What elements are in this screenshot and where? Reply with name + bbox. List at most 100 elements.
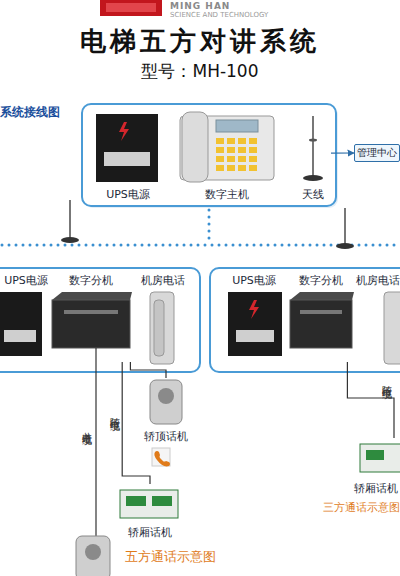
wall-phone	[150, 292, 400, 364]
ups-device	[4, 330, 36, 342]
antenna-symbol	[309, 139, 317, 142]
host-phone	[227, 147, 235, 153]
ups-device	[228, 292, 282, 356]
host-phone	[216, 138, 257, 171]
host-phone	[249, 156, 257, 162]
cable-line	[130, 362, 166, 378]
antenna-symbol	[336, 243, 354, 249]
node-label: 数字分机	[69, 274, 113, 288]
intercom-device	[150, 380, 182, 424]
phone-icon	[152, 448, 170, 466]
antenna-symbol	[312, 116, 314, 176]
extension-unit	[300, 310, 342, 314]
car-intercom	[126, 496, 146, 506]
intercom-device	[85, 544, 101, 560]
brand-subtitle: SCIENCE AND TECHNOLOGY	[170, 11, 268, 19]
host-phone	[238, 156, 246, 162]
node-label: UPS电源	[232, 274, 276, 288]
ups-device	[249, 300, 259, 319]
host-phone	[216, 165, 224, 171]
intercom-device	[76, 536, 110, 576]
wireless-link	[2, 210, 398, 245]
extension-unit	[52, 300, 130, 348]
logo-block	[100, 0, 162, 16]
host-phone	[227, 138, 235, 144]
extension-unit	[52, 292, 354, 348]
host-phone	[216, 147, 224, 153]
extension-unit: 数字分机	[288, 274, 354, 362]
antenna: 天线	[295, 110, 331, 202]
node-label: 轿厢话机	[354, 482, 398, 496]
node-label: 数字主机	[205, 188, 249, 202]
node-label: 轿厢话机	[128, 526, 172, 540]
wall-phone	[150, 292, 174, 364]
car-phone: 轿厢话机	[352, 438, 400, 496]
intercom-device	[158, 388, 174, 404]
logo-block	[100, 0, 162, 16]
cable-label: 井道电缆	[80, 424, 92, 428]
node-label: UPS电源	[106, 188, 150, 202]
cable-line	[347, 362, 394, 438]
host-phone	[238, 138, 246, 144]
car-intercom	[120, 490, 178, 518]
group-frame	[210, 268, 400, 372]
node-label: UPS电源	[4, 274, 48, 288]
management-center: 管理中心	[354, 144, 400, 162]
car-intercom	[366, 450, 384, 460]
extension-unit	[64, 310, 118, 314]
car-intercom	[120, 444, 400, 518]
host-phone	[227, 156, 235, 162]
ups-power: UPS电源	[92, 112, 164, 202]
shaft-cable	[95, 348, 96, 536]
wall-phone	[154, 300, 164, 356]
ups-device	[0, 114, 282, 356]
host-phone	[216, 120, 258, 132]
host-phone	[227, 165, 235, 171]
section-heading: 系统接线图	[0, 104, 60, 121]
ups-device	[96, 114, 158, 182]
machine-room-phone: 机房电话	[356, 274, 400, 362]
cable-line	[331, 152, 354, 153]
antenna-symbol	[303, 175, 323, 181]
machine-room-phone: 机房电话	[134, 274, 192, 362]
shaft-cable	[95, 348, 96, 536]
model-number: 型号：MH-100	[0, 60, 400, 83]
cable-label: 随行电缆	[108, 410, 120, 414]
brand-name: MING HAN	[170, 1, 230, 11]
antenna-symbol	[344, 208, 346, 244]
phone-icon	[152, 448, 170, 466]
car-phone: 轿厢话机	[112, 484, 188, 540]
group-frame	[0, 268, 200, 372]
node-label: 机房电话	[141, 274, 185, 288]
intercom-device	[76, 380, 182, 576]
node-label: 机房电话	[356, 274, 400, 288]
logo-block	[106, 3, 156, 12]
wireless-link	[208, 210, 211, 245]
host-phone	[182, 112, 208, 182]
host-phone	[249, 147, 257, 153]
ups-power: UPS电源	[222, 274, 286, 362]
ups-device	[236, 330, 274, 342]
ups-power: UPS电源	[0, 274, 52, 362]
host-phone	[180, 112, 274, 182]
car-top-phone: 轿顶话机	[140, 378, 192, 444]
extension-unit	[290, 292, 354, 300]
ups-device	[119, 122, 129, 141]
host-phone	[238, 165, 246, 171]
ups-device	[104, 152, 150, 166]
extension-unit	[52, 292, 132, 300]
group-frame	[0, 104, 400, 372]
cable-label: 随行电缆	[380, 378, 392, 382]
caption-note: 三方通话示意图	[323, 500, 400, 515]
host-phone	[249, 165, 257, 171]
antenna-symbol	[61, 237, 79, 243]
car-intercom	[360, 444, 400, 472]
ups-device	[0, 292, 42, 356]
car-intercom	[152, 496, 172, 506]
host-phone	[216, 138, 224, 144]
host-phone	[238, 147, 246, 153]
cable-line	[122, 362, 150, 484]
